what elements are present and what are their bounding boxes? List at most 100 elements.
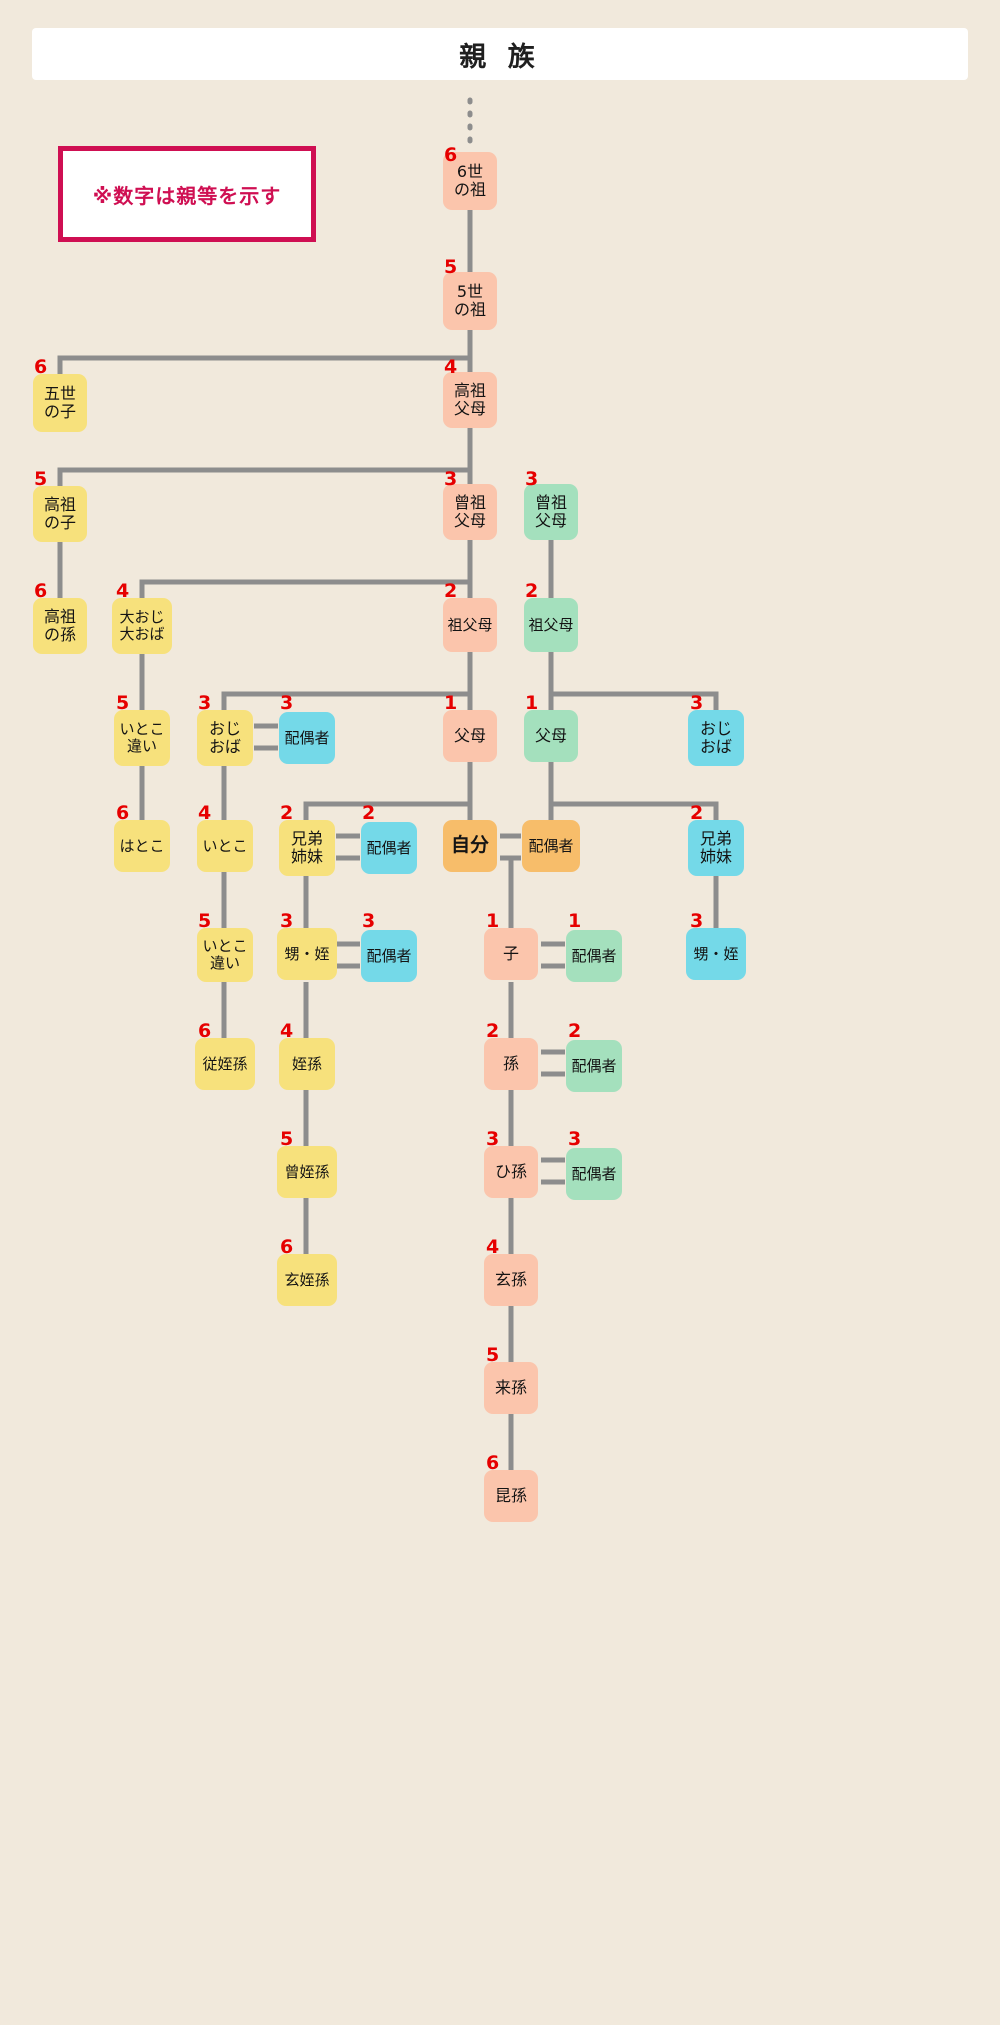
node-raison[interactable]: 来孫 [484,1362,538,1414]
link-fuboR-kyoudaiR [551,801,719,820]
degree-itoko-chigai-a: 5 [116,692,130,714]
node-label: 父母 [534,726,567,746]
node-kouso-fubo[interactable]: 高祖父母 [443,372,497,428]
degree-souso-fubo-right: 3 [525,468,539,490]
node-himago-spouse[interactable]: 配偶者 [566,1148,622,1200]
node-label: 大おじ大おば [119,608,165,643]
node-hatoko[interactable]: はとこ [114,820,170,872]
node-sofubo-right[interactable]: 祖父母 [524,598,578,652]
node-itoko-chigai-a[interactable]: いとこ違い [114,710,170,766]
node-kyoudai-left-spouse[interactable]: 配偶者 [361,822,417,874]
degree-kyoudai-right: 2 [690,802,704,824]
node-fubo-left[interactable]: 父母 [443,710,497,762]
node-konson[interactable]: 昆孫 [484,1470,538,1522]
node-label: 曾姪孫 [284,1162,330,1181]
node-ko-spouse[interactable]: 配偶者 [566,930,622,982]
node-5sei-no-so[interactable]: 5世の祖 [443,272,497,330]
node-label: 父母 [453,726,486,746]
node-label: ひ孫 [494,1162,527,1182]
node-label: 配偶者 [571,1056,617,1075]
node-tetsuson[interactable]: 姪孫 [279,1038,335,1090]
node-label: 配偶者 [284,728,330,747]
node-label: 甥・姪 [693,944,739,963]
degree-itoko-chigai-b: 5 [198,910,212,932]
legend-text: ※数字は親等を示す [92,183,282,208]
node-kouso-no-ko[interactable]: 高祖の子 [33,486,87,542]
node-yashago[interactable]: 玄孫 [484,1254,538,1306]
node-label: 子 [502,944,519,964]
node-6sei-no-so[interactable]: 6世の祖 [443,152,497,210]
node-label: 祖父母 [447,615,493,634]
degree-oji-oba-left-spouse: 3 [280,692,294,714]
node-label: 甥・姪 [284,944,330,963]
node-juutetsuson[interactable]: 従姪孫 [195,1038,255,1090]
node-label: 配偶者 [571,946,617,965]
node-souso-fubo-right[interactable]: 曾祖父母 [524,484,578,540]
node-label: いとこ違い [119,720,165,755]
degree-himago-spouse: 3 [568,1128,582,1150]
node-label: 高祖の孫 [43,607,76,644]
degree-himago: 3 [486,1128,500,1150]
node-souso-fubo-left[interactable]: 曾祖父母 [443,484,497,540]
degree-ooji-ooba: 4 [116,580,130,602]
node-oji-oba-right[interactable]: おじおば [688,710,744,766]
degree-fubo-right: 1 [525,692,539,714]
node-label: 玄姪孫 [284,1270,330,1289]
degree-kyoudai-left: 2 [280,802,294,824]
degree-yashago: 4 [486,1236,500,1258]
degree-souso-fubo-left: 3 [444,468,458,490]
node-fubo-right[interactable]: 父母 [524,710,578,762]
degree-oi-mei-left-spouse: 3 [362,910,376,932]
node-label: 高祖の子 [43,495,76,532]
node-gosei-no-ko[interactable]: 五世の子 [33,374,87,432]
node-label: 自分 [450,834,489,857]
node-itoko[interactable]: いとこ [197,820,253,872]
degree-ko-spouse: 1 [568,910,582,932]
node-kouso-no-mago[interactable]: 高祖の孫 [33,598,87,654]
degree-raison: 5 [486,1344,500,1366]
node-mago[interactable]: 孫 [484,1038,538,1090]
node-sofubo-left[interactable]: 祖父母 [443,598,497,652]
node-label: 配偶者 [366,838,412,857]
node-label: 曾祖父母 [453,493,486,530]
node-sou-tetsuson[interactable]: 曾姪孫 [277,1146,337,1198]
degree-kouso-no-ko: 5 [34,468,48,490]
node-oi-mei-left[interactable]: 甥・姪 [277,928,337,980]
node-oi-mei-left-spouse[interactable]: 配偶者 [361,930,417,982]
degree-oji-oba-left: 3 [198,692,212,714]
legend-box: ※数字は親等を示す [58,146,316,242]
link-kouso-gosei [57,355,470,374]
node-ooji-ooba[interactable]: 大おじ大おば [112,598,172,654]
node-kyoudai-right[interactable]: 兄弟姉妹 [688,820,744,876]
node-oi-mei-right[interactable]: 甥・姪 [686,928,746,980]
node-jibun-spouse[interactable]: 配偶者 [522,820,580,872]
degree-gosei-no-ko: 6 [34,356,48,378]
node-label: 祖父母 [528,615,574,634]
degree-ko: 1 [486,910,500,932]
node-oji-oba-left-spouse[interactable]: 配偶者 [279,712,335,764]
node-oji-oba-left[interactable]: おじおば [197,710,253,766]
node-label: 配偶者 [528,836,574,855]
node-label: はとこ [119,836,165,855]
degree-6sei-no-so: 6 [444,144,458,166]
degree-mago-spouse: 2 [568,1020,582,1042]
node-himago[interactable]: ひ孫 [484,1146,538,1198]
node-itoko-chigai-b[interactable]: いとこ違い [197,928,253,982]
degree-gen-tetsuson: 6 [280,1236,294,1258]
node-jibun[interactable]: 自分 [443,820,497,872]
degree-sofubo-left: 2 [444,580,458,602]
page-title: 親 族 [459,41,541,73]
node-mago-spouse[interactable]: 配偶者 [566,1040,622,1092]
node-gen-tetsuson[interactable]: 玄姪孫 [277,1254,337,1306]
node-label: 昆孫 [494,1486,527,1506]
node-label: 兄弟姉妹 [699,829,732,866]
node-kyoudai-left[interactable]: 兄弟姉妹 [279,820,335,876]
degree-kyoudai-left-spouse: 2 [362,802,376,824]
node-label: 兄弟姉妹 [290,829,323,866]
link-fuboL-ojiobaL [221,691,470,710]
node-ko[interactable]: 子 [484,928,538,980]
node-label: 配偶者 [366,946,412,965]
degree-kouso-no-mago: 6 [34,580,48,602]
degree-fubo-left: 1 [444,692,458,714]
